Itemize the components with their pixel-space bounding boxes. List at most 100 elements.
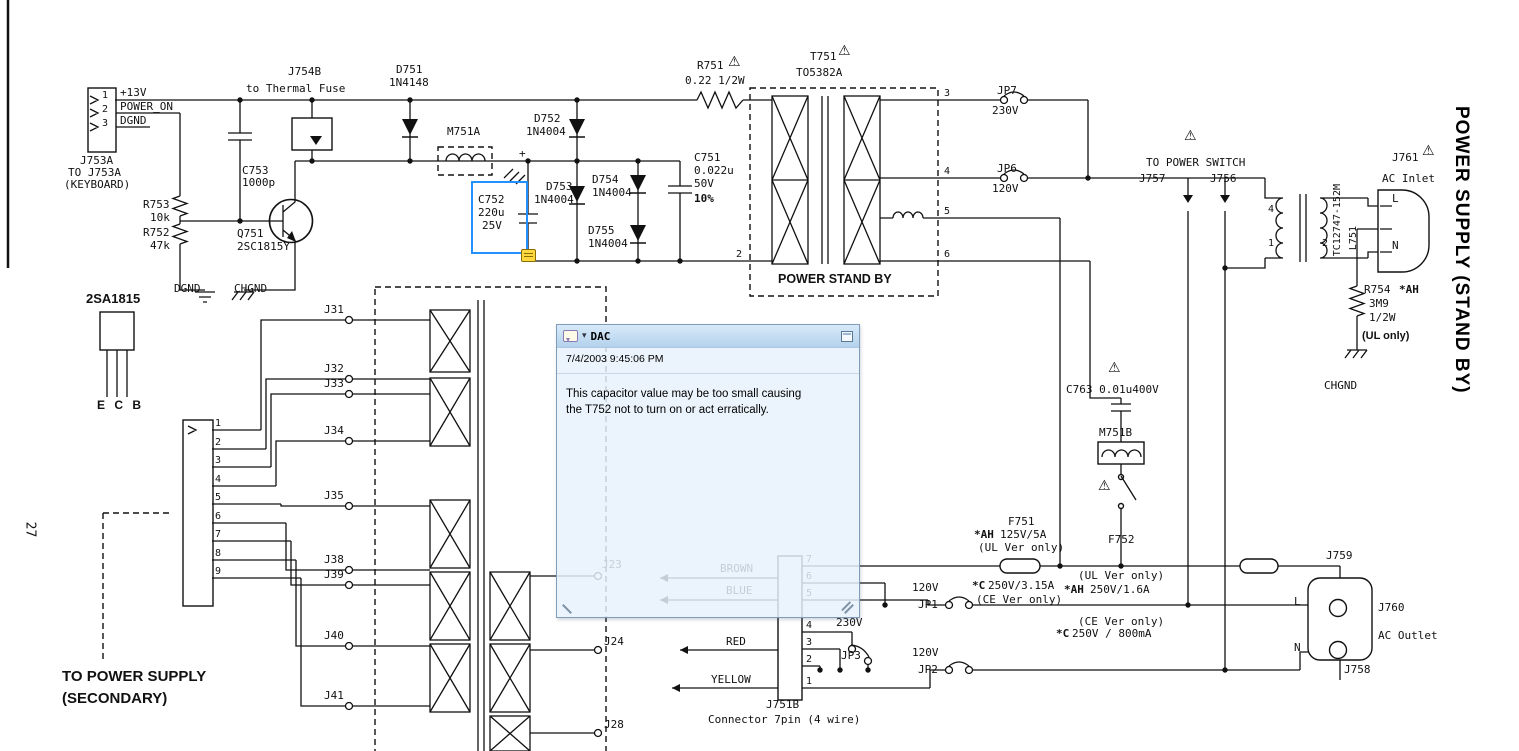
label-q751-part: 2SC1815Y: [237, 240, 290, 253]
label-power-stand-by: POWER STAND BY: [778, 272, 892, 286]
label-d754: D754: [592, 173, 619, 186]
label-secondary: (SECONDARY): [62, 690, 168, 707]
label-d752-value: 1N4004: [526, 125, 566, 138]
label-c751-tolerance: 10%: [694, 192, 714, 205]
warning-icon: ⚠: [838, 43, 851, 59]
label-jp3: JP3: [841, 649, 861, 662]
annotation-popup-header[interactable]: ▾ DAC: [557, 325, 859, 348]
label-l751-pin4: 4: [1268, 204, 1275, 215]
label-c752-value: 220u: [478, 206, 505, 219]
warning-icon: ⚠: [1422, 143, 1435, 159]
label-j751b-pin4: 4: [806, 620, 813, 631]
label-jp7-voltage: 230V: [992, 104, 1019, 117]
label-j751b-desc: Connector 7pin (4 wire): [708, 713, 861, 726]
label-d751: D751: [396, 63, 423, 76]
label-t751-pin2: 2: [736, 249, 743, 260]
label-plus-polarity: +: [519, 147, 526, 160]
label-j39: J39: [324, 568, 344, 581]
label-inlet-l: L: [1392, 192, 1399, 205]
label-j757: J757: [1139, 172, 1166, 185]
label-j761: J761: [1392, 151, 1419, 164]
popup-body-text[interactable]: This capacitor value may be too small ca…: [557, 374, 859, 418]
label-c763: C763 0.01u400V: [1066, 383, 1159, 396]
label-d751-value: 1N4148: [389, 76, 429, 89]
label-inlet-n: N: [1392, 239, 1399, 252]
label-conn-pin2: 2: [215, 437, 222, 448]
diode-bars: [402, 136, 646, 244]
label-conn-pin4: 4: [215, 474, 222, 485]
label-f752-c-rating: 250V / 800mA: [1072, 627, 1152, 640]
label-t751: T751: [810, 50, 837, 63]
label-conn-pin3: 3: [215, 455, 222, 466]
transformer-windings: [429, 95, 881, 751]
label-d755-value: 1N4004: [588, 237, 628, 250]
label-f751-ul-note: (UL Ver only): [978, 541, 1065, 554]
label-dgnd: DGND: [174, 282, 201, 295]
label-j751b: J751B: [766, 698, 800, 711]
label-f751: F751: [1008, 515, 1035, 528]
label-l751-pin2: 2: [1322, 238, 1329, 249]
label-t751-pin6: 6: [944, 249, 951, 260]
comment-bubble-icon: [563, 330, 578, 342]
label-jp1: JP1: [918, 598, 938, 611]
label-d755: D755: [588, 224, 615, 237]
label-f751-ah-rating: 125V/5A: [1000, 528, 1047, 541]
label-jp2: JP2: [918, 663, 938, 676]
label-r753: R753: [143, 198, 170, 211]
popup-minimize-icon[interactable]: [841, 330, 853, 342]
label-chgnd-right: CHGND: [1324, 379, 1358, 392]
pin-number: 2: [102, 104, 109, 115]
label-jp6: JP6: [997, 162, 1017, 175]
warning-icon: ⚠: [1184, 128, 1197, 144]
popup-resize-handle-left[interactable]: [562, 604, 572, 614]
label-f752-ah: *AH: [1064, 583, 1084, 596]
page-title-vertical: POWER SUPPLY (STAND BY): [1451, 106, 1472, 394]
label-2sa1815: 2SA1815: [86, 291, 141, 306]
label-j28: J28: [604, 718, 624, 731]
label-wire-yellow: YELLOW: [711, 673, 751, 686]
popup-body-line2: the T752 not to turn on or act erratical…: [566, 404, 769, 417]
label-c752-voltage: 25V: [482, 219, 502, 232]
label-j32: J32: [324, 362, 344, 375]
label-j758: J758: [1344, 663, 1371, 676]
label-f751-c: *C: [972, 579, 986, 592]
label-c751: C751: [694, 151, 721, 164]
comment-marker-icon[interactable]: [521, 249, 536, 262]
label-j38: J38: [324, 553, 344, 566]
label-conn-pin8: 8: [215, 548, 222, 559]
label-ac-inlet: AC Inlet: [1382, 172, 1435, 185]
label-j754b: J754B: [288, 65, 322, 78]
label-jp3-voltage: 230V: [836, 616, 863, 629]
label-j35: J35: [324, 489, 344, 502]
label-t751-part: TO5382A: [796, 66, 843, 79]
label-outlet-l: L: [1294, 595, 1301, 608]
warning-icon: ⚠: [728, 54, 741, 70]
label-thermal-fuse: to Thermal Fuse: [246, 82, 346, 95]
label-j31: J31: [324, 303, 344, 316]
label-to-power-supply-secondary: TO POWER SUPPLY: [62, 668, 207, 685]
label-ul-only: (UL only): [1362, 330, 1410, 342]
label-to-j753a: TO J753A: [68, 166, 121, 179]
label-t751-pin5: 5: [944, 206, 951, 217]
label-t751-pin4: 4: [944, 166, 951, 177]
label-r751: R751: [697, 59, 724, 72]
label-f752-ul-note: (UL Ver only): [1078, 569, 1165, 582]
warning-icon: ⚠: [1098, 478, 1111, 494]
popup-resize-handle-right[interactable]: [844, 604, 854, 614]
c752-highlight-annotation[interactable]: [471, 181, 528, 254]
label-signal-power-on: POWER_ON: [120, 100, 173, 113]
pin-number: 3: [102, 118, 109, 129]
label-f752-c: *C: [1056, 627, 1070, 640]
label-j34: J34: [324, 424, 344, 437]
label-to-power-switch: TO POWER SWITCH: [1146, 156, 1246, 169]
label-c753-value: 1000p: [242, 176, 276, 189]
popup-timestamp: 7/4/2003 9:45:06 PM: [557, 348, 859, 374]
label-j756: J756: [1210, 172, 1237, 185]
label-r754-wattage: 1/2W: [1369, 311, 1396, 324]
label-r754: R754: [1364, 283, 1391, 296]
label-f752-ce-note: (CE Ver only): [1078, 615, 1165, 628]
label-keyboard: (KEYBOARD): [64, 178, 131, 191]
popup-options-caret-icon[interactable]: ▾: [582, 331, 587, 341]
label-q751: Q751: [237, 227, 264, 240]
